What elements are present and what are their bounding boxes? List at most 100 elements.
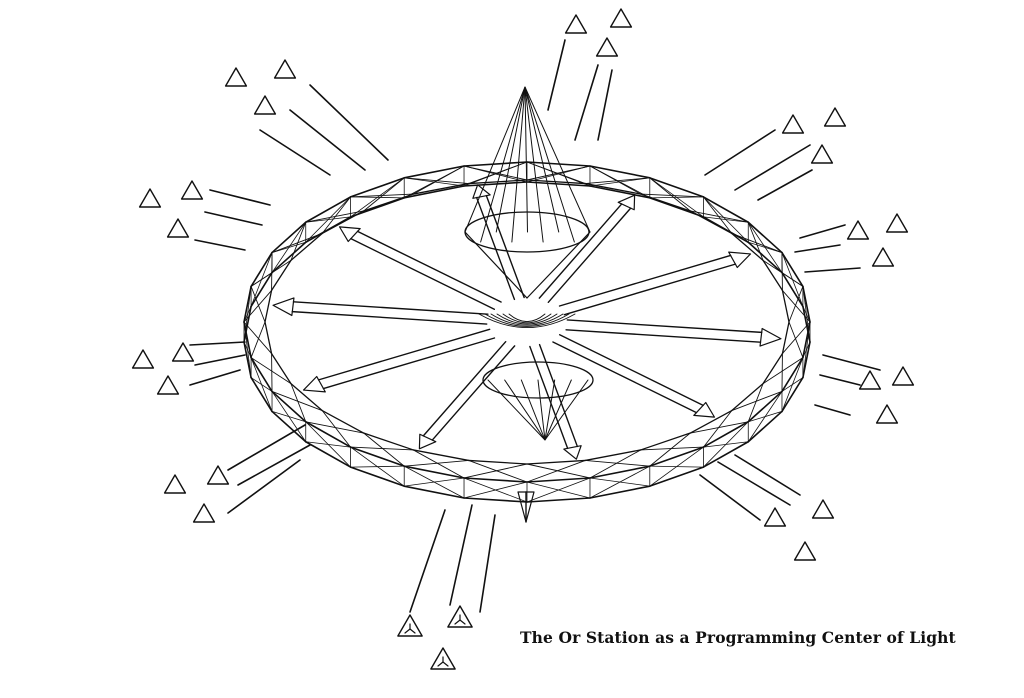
incoming-ray [597,69,613,141]
incoming-ray [409,509,446,613]
ring-inner-edge [526,179,586,185]
spoke-edge [565,329,762,343]
ring-inner-edge [270,352,292,385]
ring-truss-diagonal [271,390,323,411]
incoming-triangle [447,605,473,628]
ring-truss-diagonal [747,241,783,253]
bottom-cone [482,361,594,523]
ring-lower-edge [589,185,651,199]
ring-lower-edge [271,241,307,274]
incoming-triangle [793,541,817,561]
spoke-edge [431,345,516,441]
spoke-arrowhead [472,184,491,199]
spoke-arrowhead [693,401,716,418]
cone-facet-line [464,86,526,233]
spoke-edge [475,196,516,301]
ring-truss-diagonal [703,216,749,223]
ring-truss-diagonal [589,477,651,487]
ring-truss-diagonal [250,252,273,307]
ring-inner-edge [584,449,642,462]
ring-outer-edge [526,161,591,167]
ring-outer-edge [747,390,783,423]
ring-inner-edge [290,382,323,412]
ring-outer-edge [243,321,252,359]
lower-cone-facet [504,379,546,441]
incoming-ray [717,461,791,506]
ring-lower-edge [271,410,307,443]
incoming-triangle [609,8,633,28]
ring-outer-edge [250,251,273,288]
ring-inner-edge [781,321,790,355]
ring-inner-edge [689,409,733,434]
incoming-ray [757,169,813,201]
spoke-arrowhead [272,297,295,317]
ring-truss-diagonal [649,465,704,468]
incoming-ray [699,474,761,521]
ring-truss-diagonal [781,321,811,355]
ring-inner-edge [290,232,323,262]
ring-truss-diagonal [250,357,292,385]
ring-inner-edge [781,289,790,323]
ring-truss-diagonal [526,481,591,499]
hub [478,313,576,328]
ring-truss-diagonal [250,285,266,323]
hub-arc [484,313,570,327]
triangle-mark [404,628,411,634]
incoming-triangle [156,375,180,395]
spoke-edge [422,340,507,437]
ring-truss-diagonal [363,177,405,212]
incoming-triangle [397,614,423,637]
ring-truss-diagonal [250,357,273,412]
lower-cone-facet [487,379,546,441]
ring-inner-edge [640,432,692,451]
ring-inner-edge [526,459,586,465]
incoming-ray [189,369,241,386]
ring-inner-edge [468,459,528,465]
cone-facet-line [524,86,544,243]
ring-outer-edge [702,196,750,224]
spoke-edge [552,341,698,414]
ring-truss-diagonal [731,233,783,254]
incoming-ray [194,239,246,251]
ring-lower-edge [250,376,273,413]
ring-outer-edge [304,196,352,224]
ring-truss-diagonal [649,432,691,467]
ring-lower-edge [802,341,811,379]
ring-lower-edge [243,305,252,343]
ring-truss-diagonal [403,465,465,499]
ring-outer-edge [403,165,465,179]
ring-truss-diagonal [412,449,465,479]
spoke-edge [547,207,632,304]
ring-lower-edge [304,440,352,468]
incoming-triangle [875,404,899,424]
ring-inner-edge [264,289,273,323]
spoke-edge [563,263,737,316]
ring-outer-edge [271,221,307,254]
ring-truss-diagonal [747,221,764,261]
spoke-edge [317,328,491,381]
ring-truss-diagonal [526,463,591,479]
ring-outer-edge [802,285,811,323]
cone-facet-line [524,86,528,233]
incoming-ray [814,404,851,416]
ring-truss-diagonal [350,177,405,218]
incoming-triangle [823,107,847,127]
ring-truss-diagonal [243,321,273,355]
ring-lower-edge [403,485,465,499]
spokes [272,184,782,460]
ring-truss-diagonal [747,383,764,423]
cone-facet-line [524,86,591,233]
spoke-arrowhead [728,251,752,269]
ring-truss-diagonal [243,289,273,323]
incoming-ray [734,144,811,191]
ring-truss-diagonal [305,421,351,468]
ring-outer-edge [781,356,804,393]
ring-outer-edge [781,251,804,288]
spoke-edge [292,301,489,315]
ring-outer-edge [243,285,252,323]
spoke-arrowhead [302,375,326,393]
ring-outer-edge [648,446,705,467]
ring-lower-edge [349,466,406,487]
ring-outer-edge [747,221,783,254]
incoming-triangle [595,37,619,57]
